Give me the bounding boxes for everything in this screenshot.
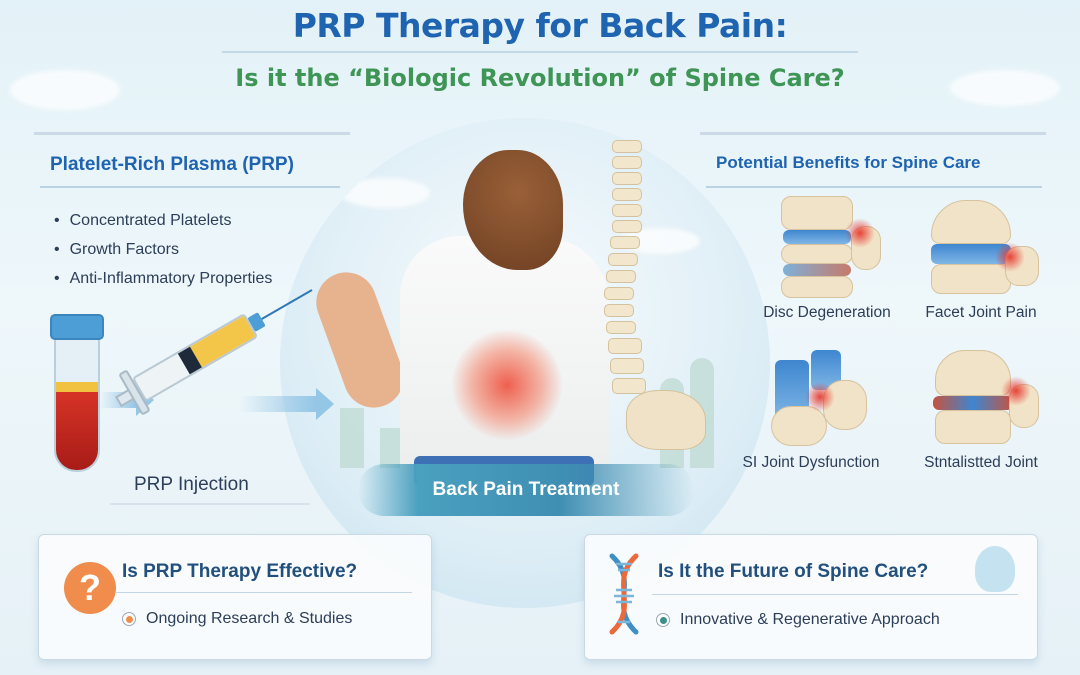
benefit-label: Stntalistted Joint xyxy=(924,454,1038,471)
benefit-label: Facet Joint Pain xyxy=(925,304,1037,321)
dna-icon xyxy=(609,553,639,635)
effectiveness-card-item: Ongoing Research & Studies xyxy=(122,610,352,628)
benefits-heading: Potential Benefits for Spine Care xyxy=(716,153,981,172)
page-title: PRP Therapy for Back Pain: xyxy=(292,6,788,45)
card-item-label: Innovative & Regenerative Approach xyxy=(680,611,940,628)
vertebra-disc-icon xyxy=(767,196,887,300)
si-joint-icon xyxy=(751,346,871,450)
divider xyxy=(40,186,340,188)
title-divider xyxy=(222,51,858,53)
vertebra-joint-icon xyxy=(921,346,1041,450)
vertebra-facet-icon xyxy=(921,196,1041,300)
banner-label: Back Pain Treatment xyxy=(432,479,620,500)
list-item: Growth Factors xyxy=(54,235,272,264)
cloud-decoration xyxy=(950,70,1060,106)
future-card xyxy=(584,534,1038,660)
spine-model-illustration xyxy=(604,140,648,430)
benefit-label: SI Joint Dysfunction xyxy=(742,454,880,471)
page-subtitle: Is it the “Biologic Revolution” of Spine… xyxy=(235,64,845,92)
radio-bullet-icon xyxy=(122,612,136,626)
tree-decoration xyxy=(975,546,1015,592)
blood-tube-icon xyxy=(50,314,104,472)
list-item: Anti-Inflammatory Properties xyxy=(54,264,273,293)
question-icon: ? xyxy=(64,562,116,614)
benefit-facet-joint-pain: Facet Joint Pain xyxy=(896,196,1066,322)
list-item: Concentrated Platelets xyxy=(54,206,272,235)
prp-heading: Platelet-Rich Plasma (PRP) xyxy=(50,154,294,175)
divider xyxy=(652,594,1018,595)
benefit-si-joint-dysfunction: SI Joint Dysfunction xyxy=(726,346,896,472)
person-head xyxy=(463,150,563,270)
radio-bullet-icon xyxy=(656,613,670,627)
building-silhouette xyxy=(340,408,364,468)
future-card-item: Innovative & Regenerative Approach xyxy=(656,611,940,629)
back-pain-highlight xyxy=(452,330,562,440)
cloud-decoration xyxy=(340,178,430,208)
card-item-label: Ongoing Research & Studies xyxy=(146,610,353,627)
pelvis-illustration xyxy=(626,390,706,450)
divider xyxy=(34,132,350,135)
divider xyxy=(700,132,1046,135)
arrow-right-icon xyxy=(240,388,334,420)
back-pain-treatment-banner: Back Pain Treatment xyxy=(358,464,694,516)
effectiveness-card-title: Is PRP Therapy Effective? xyxy=(122,561,358,582)
future-card-title: Is It the Future of Spine Care? xyxy=(658,561,929,582)
benefit-label: Disc Degeneration xyxy=(763,304,891,321)
benefit-disc-degeneration: Disc Degeneration xyxy=(742,196,912,322)
divider xyxy=(110,503,310,505)
divider xyxy=(706,186,1042,188)
cloud-decoration xyxy=(10,70,120,110)
divider xyxy=(116,592,412,593)
benefit-joint: Stntalistted Joint xyxy=(896,346,1066,472)
prp-properties-list: Concentrated Platelets Growth Factors An… xyxy=(54,206,273,293)
prp-injection-label: PRP Injection xyxy=(134,474,249,495)
